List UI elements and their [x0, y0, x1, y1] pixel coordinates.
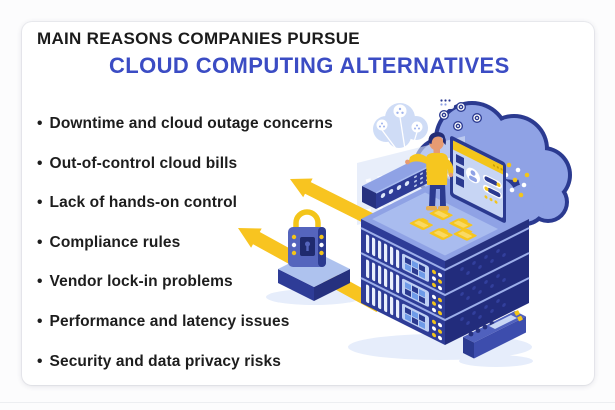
page-title: MAIN REASONS COMPANIES PURSUE [37, 29, 360, 48]
cloud-computing-illustration [238, 96, 572, 367]
reasons-list: • Downtime and cloud outage concerns • Out… [37, 115, 367, 385]
bullseye-icon [439, 102, 482, 131]
server-unit-front [366, 234, 442, 291]
infographic-card: MAIN REASONS COMPANIES PURSUE CLOUD COMP… [22, 22, 594, 385]
app-card-icon [437, 96, 454, 109]
reason-item: • Security and data privacy risks [37, 352, 367, 370]
reason-label: Out-of-control cloud bills [49, 154, 238, 172]
arrow-up-left-icon [290, 178, 383, 230]
reason-item: • Vendor lock-in problems [37, 273, 367, 291]
reason-label: Compliance rules [49, 233, 181, 251]
reason-item: • Lack of hands-on control [37, 194, 367, 212]
reason-label: Security and data privacy risks [49, 352, 281, 370]
reason-item: • Out-of-control cloud bills [37, 154, 367, 172]
reason-item: • Compliance rules [37, 233, 367, 251]
bullet-icon: • [37, 115, 43, 132]
padlock-icon [288, 209, 326, 267]
reason-label: Vendor lock-in problems [49, 273, 233, 291]
server-rack-icon [362, 157, 435, 209]
bullet-icon: • [37, 154, 43, 172]
page-subtitle: CLOUD COMPUTING ALTERNATIVES [109, 53, 510, 78]
server-unit-front [366, 284, 442, 341]
bullet-icon: • [37, 312, 43, 330]
remote-device-icon [459, 310, 533, 367]
server-unit-front [366, 259, 442, 316]
reason-item: • Performance and latency issues [37, 312, 367, 330]
dashboard-panel-icon [450, 136, 506, 223]
bullet-icon: • [37, 352, 43, 370]
folder-icon [409, 208, 477, 241]
reason-label: Downtime and cloud outage concerns [49, 115, 333, 132]
reason-label: Performance and latency issues [49, 312, 290, 330]
bullet-icon: • [37, 194, 43, 212]
reason-item: • Downtime and cloud outage concerns [37, 115, 367, 132]
page-divider [0, 402, 615, 403]
server-stack-icon [360, 177, 530, 345]
admin-person-icon [405, 132, 454, 211]
bullet-icon: • [37, 233, 43, 251]
bullet-icon: • [37, 273, 43, 291]
network-cloud-icon [373, 103, 428, 163]
reason-label: Lack of hands-on control [49, 194, 238, 212]
